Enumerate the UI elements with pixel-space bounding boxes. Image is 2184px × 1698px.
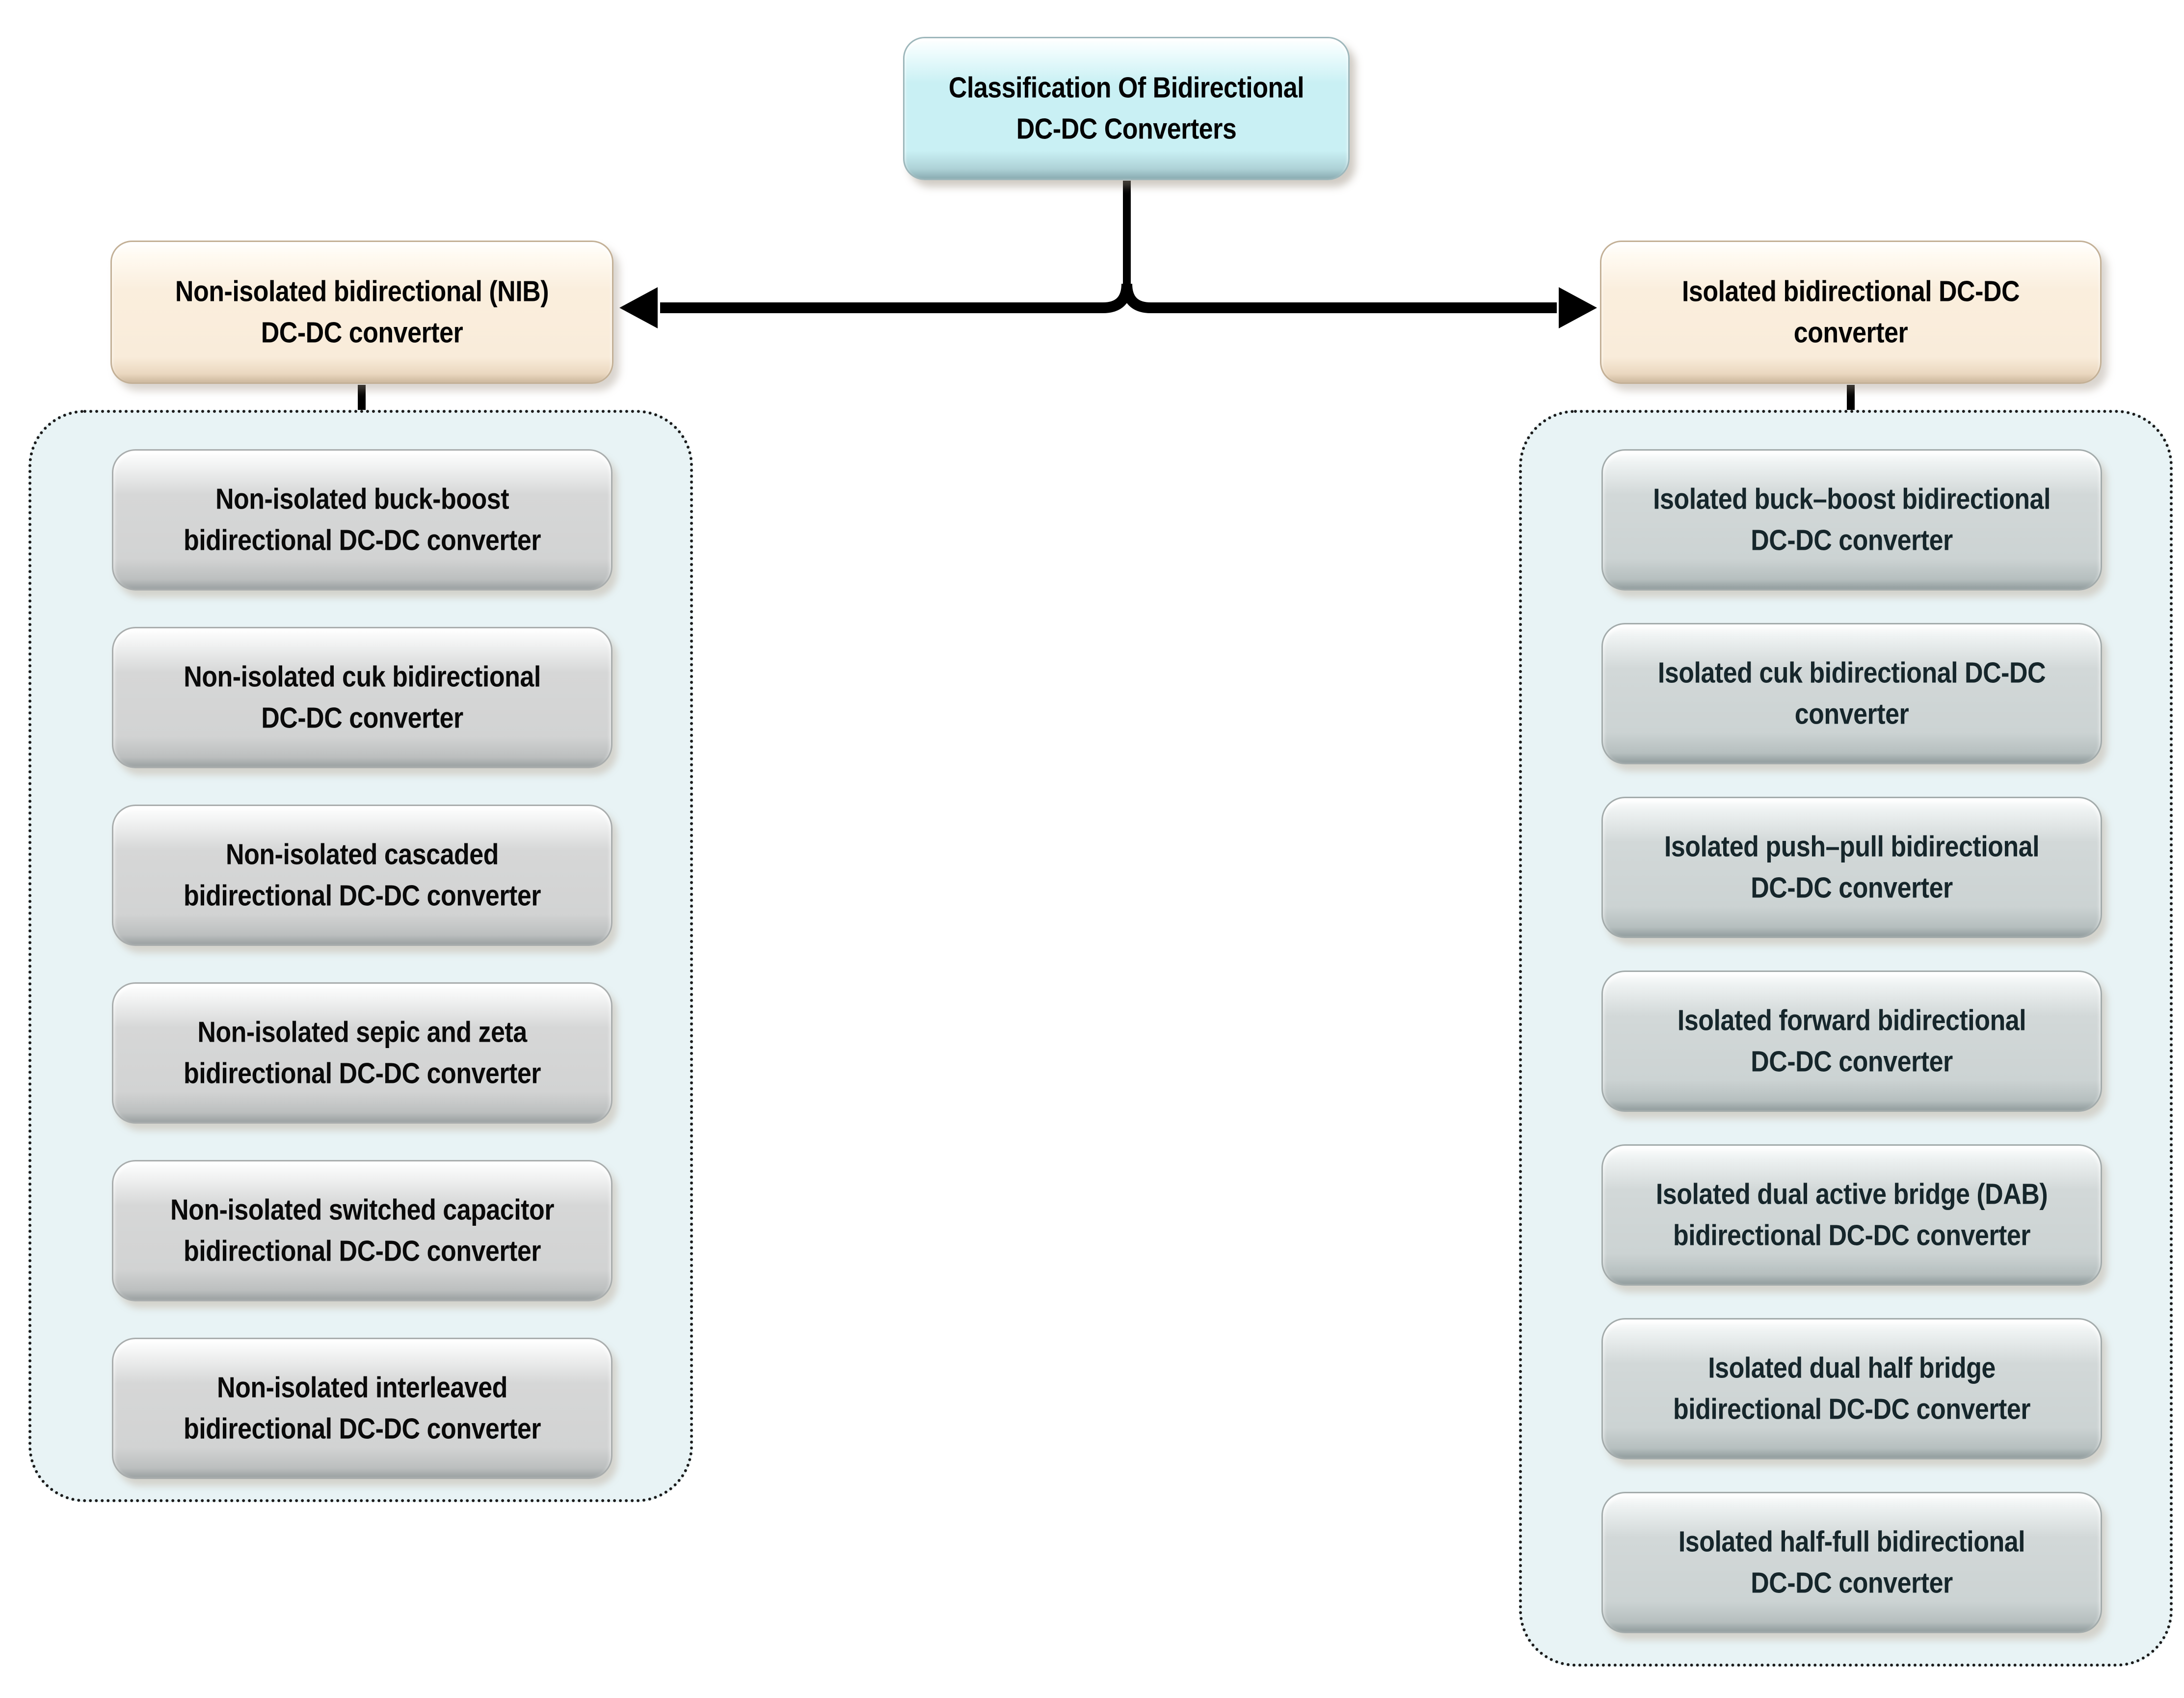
root-node-line: DC-DC Converters <box>1016 112 1237 146</box>
branch-node-line: Non-isolated bidirectional (NIB) <box>175 275 549 308</box>
child-node-line: Isolated dual active bridge (DAB) <box>1655 1178 2048 1211</box>
child-node-isolated-buck-boost: Isolated buck–boost bidirectional DC-DC … <box>1601 449 2102 591</box>
child-node-line: bidirectional DC-DC converter <box>183 1412 541 1446</box>
child-node-line: Isolated buck–boost bidirectional <box>1653 483 2051 515</box>
branch-node-line: converter <box>1793 316 1908 350</box>
child-node-line: DC-DC converter <box>1751 1566 1953 1600</box>
child-node-switched-capacitor: Non-isolated switched capacitor bidirect… <box>112 1160 613 1301</box>
child-node-line: bidirectional DC-DC converter <box>183 1235 541 1268</box>
child-node-line: Non-isolated cascaded <box>226 838 499 871</box>
child-node-interleaved: Non-isolated interleaved bidirectional D… <box>112 1338 613 1479</box>
right-arrowhead-icon <box>1559 287 1597 328</box>
left-branch-line <box>660 283 1132 313</box>
branch-node-line: DC-DC converter <box>261 316 463 350</box>
child-node-cuk: Non-isolated cuk bidirectional DC-DC con… <box>112 627 613 768</box>
child-node-line: Non-isolated cuk bidirectional <box>184 660 541 693</box>
branch-node-line: Isolated bidirectional DC-DC <box>1681 275 2020 308</box>
child-node-line: Isolated dual half bridge <box>1708 1351 1996 1384</box>
child-node-buck-boost: Non-isolated buck-boost bidirectional DC… <box>112 449 613 591</box>
root-node-classification: Classification Of Bidirectional DC-DC Co… <box>903 37 1350 180</box>
branch-node-non-isolated: Non-isolated bidirectional (NIB) DC-DC c… <box>110 241 613 384</box>
child-node-dual-active-bridge: Isolated dual active bridge (DAB) bidire… <box>1601 1144 2102 1286</box>
root-node-line: Classification Of Bidirectional <box>948 71 1305 104</box>
right-branch-line <box>1121 283 1557 313</box>
child-node-line: Non-isolated buck-boost <box>215 483 509 515</box>
child-node-line: Non-isolated sepic and zeta <box>197 1016 527 1049</box>
child-node-line: Non-isolated switched capacitor <box>170 1193 555 1226</box>
child-node-half-full: Isolated half-full bidirectional DC-DC c… <box>1601 1492 2102 1633</box>
child-node-line: Isolated cuk bidirectional DC-DC <box>1657 656 2046 689</box>
branch-node-isolated: Isolated bidirectional DC-DC converter <box>1600 241 2102 384</box>
child-node-isolated-cuk: Isolated cuk bidirectional DC-DC convert… <box>1601 623 2102 764</box>
child-node-dual-half-bridge: Isolated dual half bridge bidirectional … <box>1601 1318 2102 1459</box>
child-node-line: Non-isolated interleaved <box>217 1371 507 1404</box>
child-node-line: Isolated half-full bidirectional <box>1678 1525 2025 1558</box>
child-node-line: bidirectional DC-DC converter <box>1673 1219 2031 1252</box>
child-node-line: bidirectional DC-DC converter <box>183 524 541 557</box>
child-node-forward: Isolated forward bidirectional DC-DC con… <box>1601 970 2102 1112</box>
group-non-isolated <box>28 410 693 1502</box>
child-node-line: bidirectional DC-DC converter <box>183 1057 541 1090</box>
child-node-line: DC-DC converter <box>1751 871 1953 905</box>
child-node-line: bidirectional DC-DC converter <box>183 879 541 913</box>
child-node-sepic-zeta: Non-isolated sepic and zeta bidirectiona… <box>112 982 613 1124</box>
child-node-line: bidirectional DC-DC converter <box>1673 1393 2031 1426</box>
child-node-push-pull: Isolated push–pull bidirectional DC-DC c… <box>1601 797 2102 938</box>
child-node-line: DC-DC converter <box>261 701 463 735</box>
child-node-line: Isolated forward bidirectional <box>1677 1004 2026 1037</box>
child-node-line: Isolated push–pull bidirectional <box>1664 830 2040 863</box>
child-node-line: DC-DC converter <box>1751 1045 1953 1078</box>
child-node-cascaded: Non-isolated cascaded bidirectional DC-D… <box>112 805 613 946</box>
child-node-line: DC-DC converter <box>1751 524 1953 557</box>
left-arrowhead-icon <box>619 287 658 328</box>
child-node-line: converter <box>1794 698 1909 731</box>
